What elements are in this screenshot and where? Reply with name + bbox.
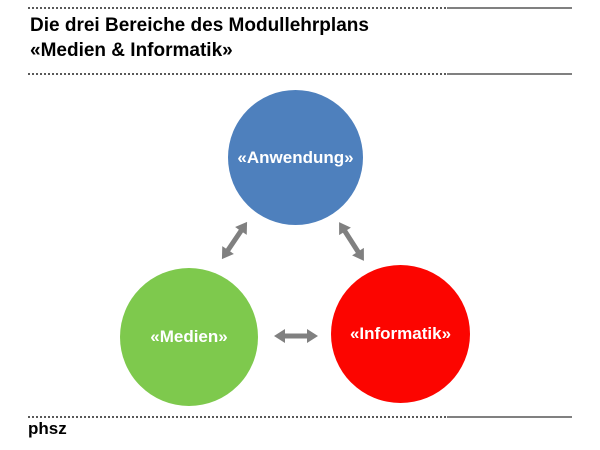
- node-informatik: «Informatik»: [331, 265, 470, 403]
- divider-dotted-segment: [28, 7, 447, 9]
- double-arrow-anwendung-informatik: [339, 222, 364, 261]
- divider-top: [28, 7, 572, 9]
- double-arrow-medien-informatik: [274, 329, 318, 343]
- node-medien-label: «Medien»: [150, 327, 228, 346]
- divider-dotted-segment: [28, 73, 447, 75]
- divider-solid-segment: [447, 73, 572, 75]
- divider-dotted-segment: [28, 416, 447, 418]
- slide-title-line1: Die drei Bereiche des Modullehrplans: [30, 15, 369, 36]
- node-medien: «Medien»: [120, 268, 258, 406]
- node-informatik-label: «Informatik»: [349, 324, 452, 343]
- divider-solid-segment: [447, 416, 572, 418]
- divider-below-title: [28, 73, 572, 75]
- slide-title-line2: «Medien & Informatik»: [30, 40, 233, 61]
- node-anwendung-label: «Anwendung»: [237, 147, 354, 167]
- divider-solid-segment: [447, 7, 572, 9]
- phsz-logo: phsz: [28, 419, 67, 438]
- double-arrow-anwendung-medien: [221, 221, 248, 260]
- slide-title: Die drei Bereiche des Modullehrplans «Me…: [30, 13, 369, 63]
- node-anwendung: «Anwendung»: [228, 90, 363, 225]
- divider-footer: [28, 416, 572, 418]
